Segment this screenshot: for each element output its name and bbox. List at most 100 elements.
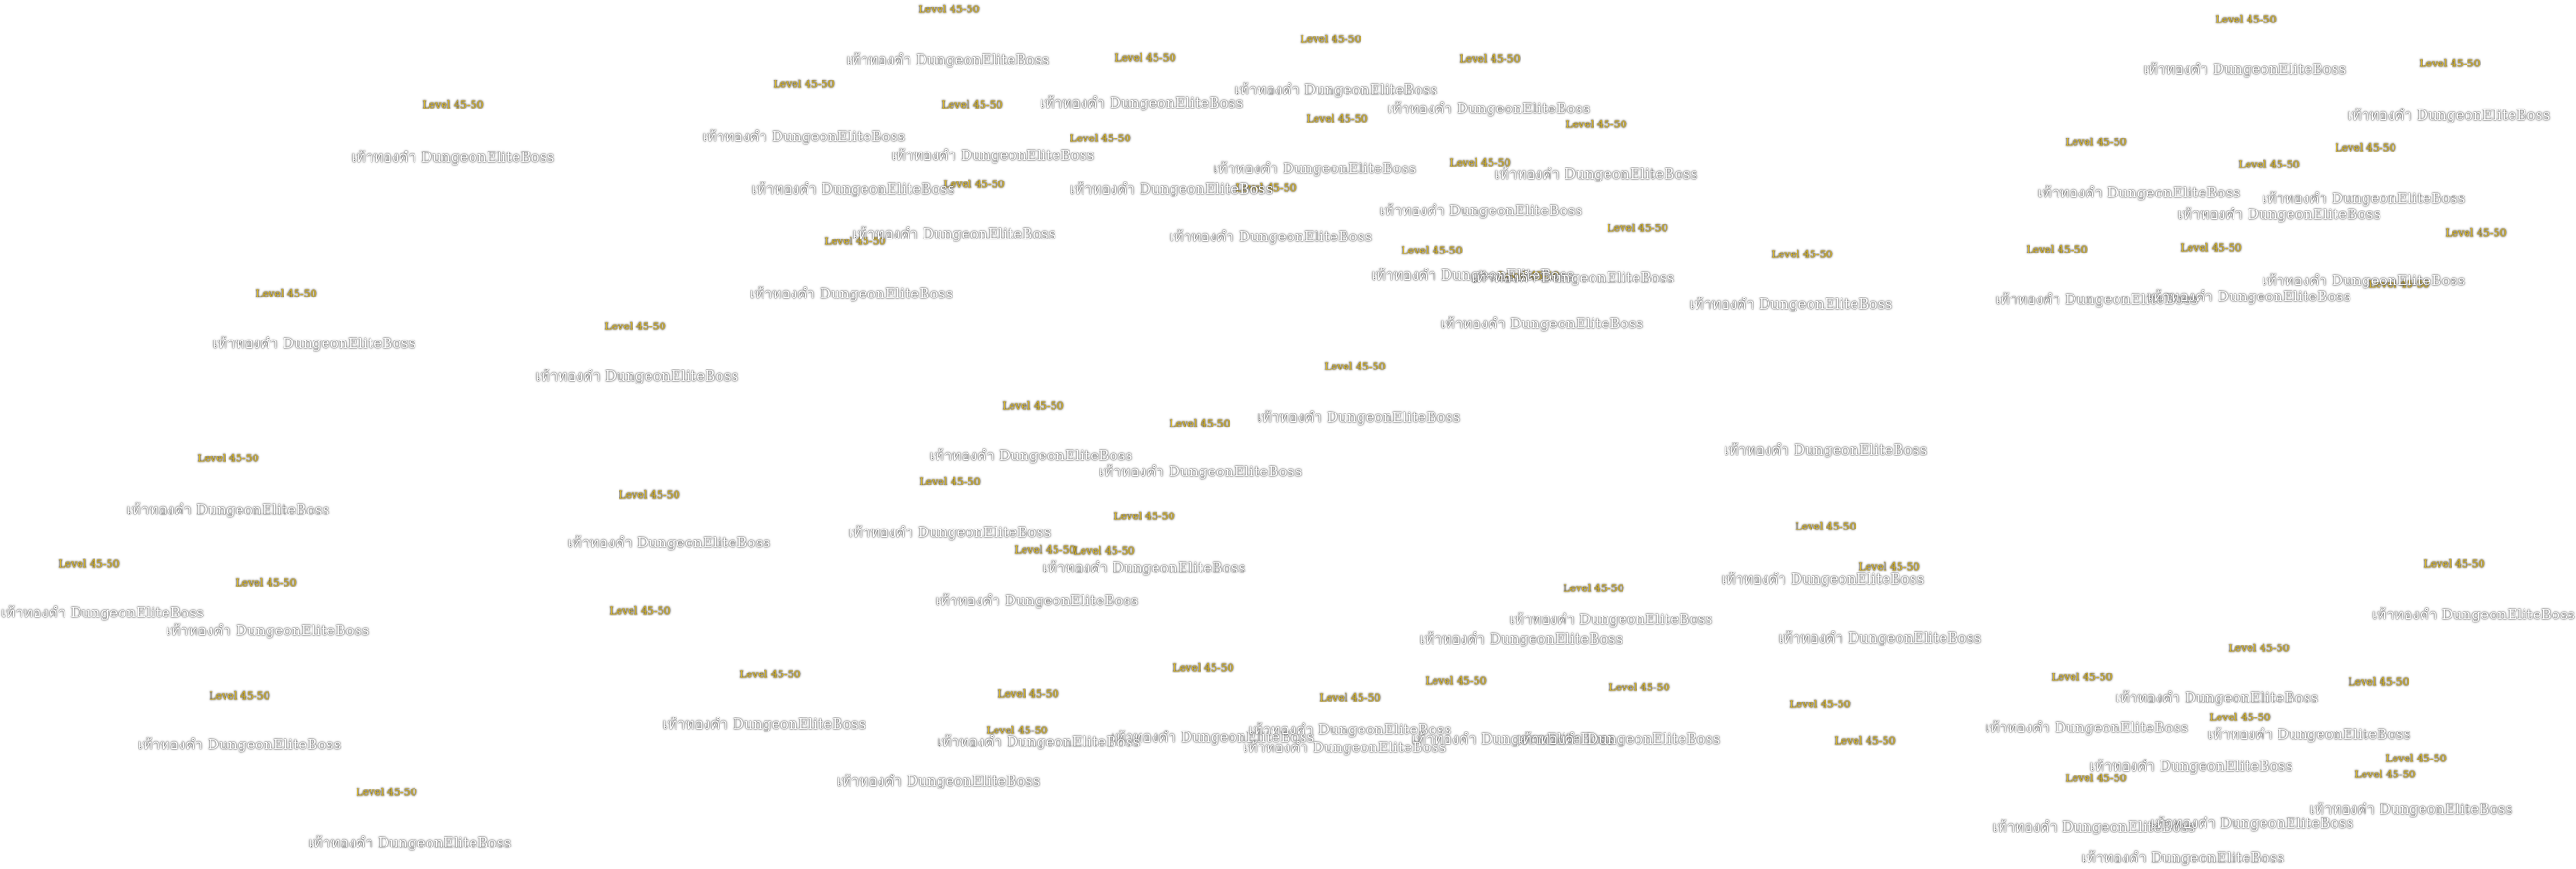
enemy-level-label[interactable]: Level 45-50 [2026, 243, 2088, 256]
enemy-level-label[interactable]: Level 45-50 [1172, 661, 1234, 674]
enemy-level-label[interactable]: Level 45-50 [255, 287, 317, 300]
enemy-name-label[interactable]: เท้าทองคำ DungeonEliteBoss [0, 604, 205, 621]
enemy-name-label[interactable]: เท้าทองคำ DungeonEliteBoss [2262, 272, 2466, 289]
enemy-name-label[interactable]: เท้าทองคำ DungeonEliteBoss [662, 716, 866, 732]
enemy-name-label[interactable]: เท้าทองคำ DungeonEliteBoss [1371, 267, 1575, 283]
enemy-level-label[interactable]: Level 45-50 [609, 604, 671, 617]
enemy-name-label[interactable]: เท้าทองคำ DungeonEliteBoss [535, 368, 739, 384]
enemy-level-label[interactable]: Level 45-50 [1306, 112, 1368, 125]
enemy-name-label[interactable]: เท้าทองคำ DungeonEliteBoss [1509, 611, 1713, 628]
enemy-level-label[interactable]: Level 45-50 [773, 78, 835, 91]
enemy-level-label[interactable]: Level 45-50 [2065, 136, 2127, 149]
enemy-level-label[interactable]: Level 45-50 [2423, 558, 2485, 571]
enemy-name-label[interactable]: เท้าทองคำ DungeonEliteBoss [1992, 818, 2196, 835]
enemy-level-label[interactable]: Level 45-50 [1324, 360, 1386, 373]
enemy-level-label[interactable]: Level 45-50 [1070, 132, 1131, 145]
enemy-level-label[interactable]: Level 45-50 [197, 452, 259, 465]
enemy-name-label[interactable]: เท้าทองคำ DungeonEliteBoss [2037, 184, 2241, 201]
enemy-level-label[interactable]: Level 45-50 [1795, 520, 1856, 533]
enemy-name-label[interactable]: เท้าทองคำ DungeonEliteBoss [1517, 731, 1721, 747]
enemy-name-label[interactable]: เท้าทองคำ DungeonEliteBoss [2081, 849, 2285, 866]
enemy-level-label[interactable]: Level 45-50 [1563, 582, 1624, 595]
enemy-name-label[interactable]: เท้าทองคำ DungeonEliteBoss [2309, 801, 2513, 818]
enemy-level-label[interactable]: Level 45-50 [604, 320, 666, 333]
enemy-level-label[interactable]: Level 45-50 [1608, 681, 1670, 694]
enemy-name-label[interactable]: เท้าทองคำ DungeonEliteBoss [1411, 731, 1615, 747]
enemy-name-label[interactable]: เท้าทองคำ DungeonEliteBoss [1111, 729, 1315, 746]
enemy-level-label[interactable]: Level 45-50 [2445, 226, 2507, 239]
enemy-name-label[interactable]: เท้าทองคำ DungeonEliteBoss [1099, 463, 1303, 480]
enemy-level-label[interactable]: Level 45-50 [422, 98, 484, 111]
enemy-level-label[interactable]: Level 45-50 [2065, 772, 2127, 785]
enemy-level-label[interactable]: Level 45-50 [1771, 248, 1833, 261]
enemy-level-label[interactable]: Level 45-50 [1858, 560, 1920, 573]
enemy-level-label[interactable]: Level 45-50 [1319, 691, 1381, 704]
enemy-name-label[interactable]: เท้าทองคำ DungeonEliteBoss [1985, 719, 2189, 736]
enemy-level-label[interactable]: Level 45-50 [1425, 674, 1487, 688]
enemy-level-label[interactable]: Level 45-50 [1607, 222, 1668, 235]
enemy-level-label[interactable]: Level 45-50 [1789, 698, 1851, 711]
enemy-name-label[interactable]: เท้าทองคำ DungeonEliteBoss [935, 592, 1139, 609]
enemy-level-label[interactable]: Level 45-50 [1235, 181, 1297, 195]
enemy-name-label[interactable]: เท้าทองคำ DungeonEliteBoss [126, 501, 330, 518]
enemy-level-label[interactable]: Level 45-50 [235, 576, 297, 589]
enemy-level-label[interactable]: Level 45-50 [1114, 51, 1176, 65]
enemy-name-label[interactable]: เท้าทองคำ DungeonEliteBoss [1248, 721, 1452, 738]
enemy-name-label[interactable]: เท้าทองคำ DungeonEliteBoss [852, 225, 1056, 242]
enemy-level-label[interactable]: Level 45-50 [2348, 675, 2409, 688]
enemy-name-label[interactable]: เท้าทองคำ DungeonEliteBoss [1721, 571, 1925, 587]
enemy-name-label[interactable]: เท้าทองคำ DungeonEliteBoss [702, 128, 906, 145]
enemy-name-label[interactable]: เท้าทองคำ DungeonEliteBoss [1387, 100, 1591, 117]
enemy-level-label[interactable]: Level 45-50 [209, 689, 270, 702]
enemy-name-label[interactable]: เท้าทองคำ DungeonEliteBoss [1213, 160, 1417, 177]
enemy-name-label[interactable]: เท้าทองคำ DungeonEliteBoss [1471, 269, 1675, 286]
enemy-name-label[interactable]: เท้าทองคำ DungeonEliteBoss [2150, 815, 2354, 832]
enemy-level-label[interactable]: Level 45-50 [824, 235, 886, 248]
enemy-name-label[interactable]: เท้าทองคำ DungeonEliteBoss [2262, 190, 2466, 207]
enemy-name-label[interactable]: เท้าทองคำ DungeonEliteBoss [1689, 296, 1893, 312]
enemy-name-label[interactable]: เท้าทองคำ DungeonEliteBoss [1042, 559, 1246, 576]
enemy-name-label[interactable]: เท้าทองคำ DungeonEliteBoss [1778, 630, 1982, 646]
enemy-level-label[interactable]: Level 45-50 [1459, 52, 1521, 65]
enemy-level-label[interactable]: Level 45-50 [1002, 399, 1064, 413]
enemy-name-label[interactable]: เท้าทองคำ DungeonEliteBoss [1995, 291, 2199, 308]
enemy-name-label[interactable]: เท้าทองคำ DungeonEliteBoss [1724, 442, 1928, 458]
enemy-name-label[interactable]: เท้าทองคำ DungeonEliteBoss [750, 285, 953, 302]
enemy-level-label[interactable]: Level 45-50 [1113, 510, 1175, 523]
enemy-level-label[interactable]: Level 45-50 [1834, 734, 1896, 747]
enemy-name-label[interactable]: เท้าทองคำ DungeonEliteBoss [1234, 81, 1438, 98]
enemy-level-label[interactable]: Level 45-50 [1449, 156, 1511, 169]
enemy-name-label[interactable]: เท้าทองคำ DungeonEliteBoss [848, 524, 1052, 541]
enemy-level-label[interactable]: Level 45-50 [356, 786, 417, 799]
enemy-level-label[interactable]: Level 45-50 [2238, 158, 2300, 171]
enemy-name-label[interactable]: เท้าทองคำ DungeonEliteBoss [212, 335, 416, 352]
enemy-name-label[interactable]: เท้าทองคำ DungeonEliteBoss [2115, 689, 2319, 706]
enemy-name-label[interactable]: เท้าทองคำ DungeonEliteBoss [846, 51, 1050, 68]
enemy-level-label[interactable]: Level 45-50 [2419, 57, 2481, 70]
enemy-name-label[interactable]: เท้าทองคำ DungeonEliteBoss [308, 834, 512, 851]
enemy-name-label[interactable]: เท้าทองคำ DungeonEliteBoss [1243, 739, 1447, 756]
enemy-level-label[interactable]: Level 45-50 [2368, 278, 2430, 291]
enemy-level-label[interactable]: Level 45-50 [1565, 118, 1627, 131]
enemy-name-label[interactable]: เท้าทองคำ DungeonEliteBoss [2147, 288, 2351, 305]
enemy-level-label[interactable]: Level 45-50 [2209, 711, 2271, 724]
enemy-level-label[interactable]: Level 45-50 [2354, 768, 2416, 781]
enemy-level-label[interactable]: Level 45-50 [1169, 417, 1230, 430]
enemy-name-label[interactable]: เท้าทองคำ DungeonEliteBoss [1419, 630, 1623, 647]
enemy-level-label[interactable]: Level 45-50 [2385, 752, 2447, 765]
enemy-level-label[interactable]: Level 45-50 [2180, 241, 2242, 254]
enemy-name-label[interactable]: เท้าทองคำ DungeonEliteBoss [837, 773, 1041, 789]
enemy-level-label[interactable]: Level 45-50 [2051, 671, 2113, 684]
enemy-name-label[interactable]: เท้าทองคำ DungeonEliteBoss [1169, 228, 1373, 245]
enemy-name-label[interactable]: เท้าทองคำ DungeonEliteBoss [351, 149, 555, 166]
enemy-level-label[interactable]: Level 45-50 [1014, 543, 1076, 557]
enemy-name-label[interactable]: เท้าทองคำ DungeonEliteBoss [1440, 315, 1644, 332]
enemy-level-label[interactable]: Level 45-50 [986, 724, 1048, 737]
enemy-name-label[interactable]: เท้าทองคำ DungeonEliteBoss [937, 733, 1141, 750]
enemy-level-label[interactable]: Level 45-50 [619, 488, 680, 501]
enemy-level-label[interactable]: Level 45-50 [1073, 544, 1135, 558]
enemy-level-label[interactable]: Level 45-50 [739, 668, 801, 681]
enemy-level-label[interactable]: Level 45-50 [1401, 244, 1463, 257]
enemy-name-label[interactable]: เท้าทองคำ DungeonEliteBoss [1257, 409, 1461, 426]
enemy-level-label[interactable]: Level 45-50 [58, 558, 120, 571]
